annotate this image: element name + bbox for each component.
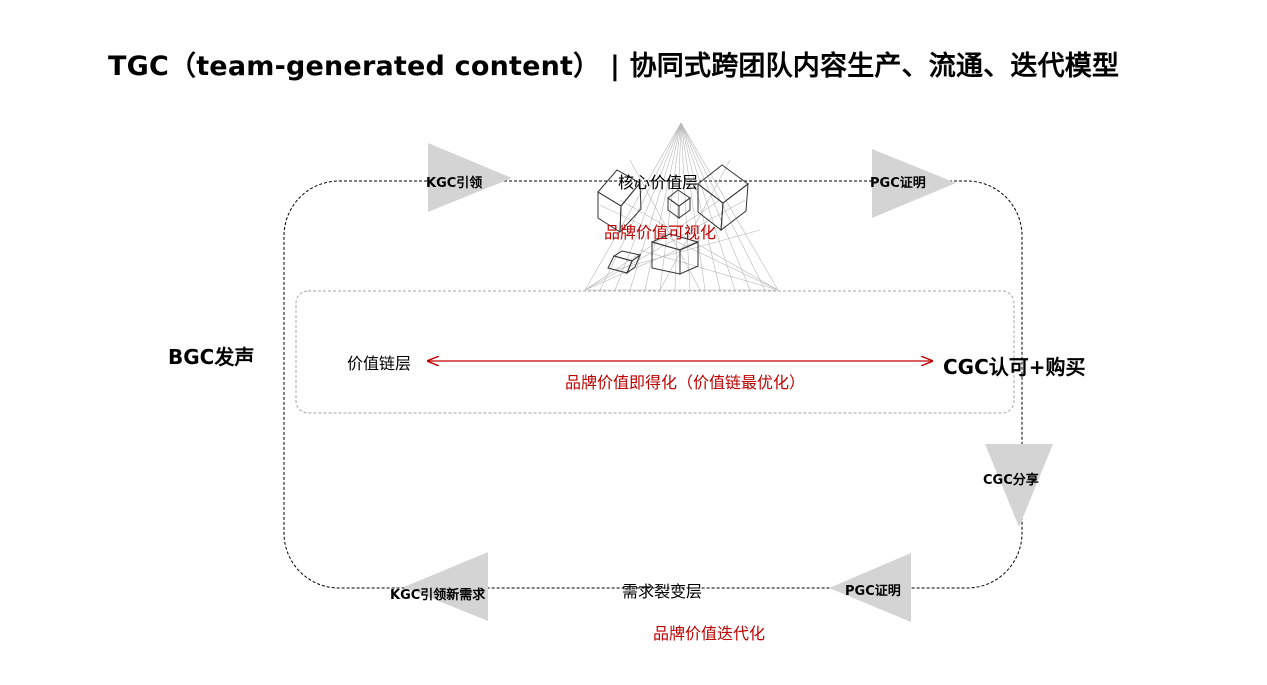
cube-icons xyxy=(597,164,749,275)
layer-core-desc: 品牌价值可视化 xyxy=(604,223,717,242)
page-title: TGC（team-generated content） | 协同式跨团队内容生产… xyxy=(108,51,1120,82)
outer-loop xyxy=(283,180,1023,589)
layer-chain-name: 价值链层 xyxy=(347,354,412,373)
triangle-pgc-bottom xyxy=(829,553,911,622)
node-pgc-proof-top: PGC证明 xyxy=(870,176,926,191)
node-cgc-buy: CGC认可+购买 xyxy=(943,355,1086,379)
node-kgc-lead: KGC引领 xyxy=(426,176,483,191)
node-cgc-share: CGC分享 xyxy=(983,473,1039,488)
layer-chain-desc: 品牌价值即得化（价值链最优化） xyxy=(565,373,806,392)
triangle-pgc-top xyxy=(872,149,956,218)
triangle-kgc-new-demand xyxy=(404,552,488,621)
node-kgc-new-demand: KGC引领新需求 xyxy=(390,588,486,603)
value-chain-box xyxy=(295,290,1015,414)
layer-demand-name: 需求裂变层 xyxy=(622,582,703,601)
layer-core-name: 核心价值层 xyxy=(618,173,699,192)
triangle-cgc-share xyxy=(985,444,1053,527)
layer-demand-desc: 品牌价值迭代化 xyxy=(653,624,766,643)
core-value-pyramid xyxy=(584,122,779,291)
node-bgc-voice: BGC发声 xyxy=(168,345,255,369)
triangle-kgc-lead xyxy=(428,143,512,212)
node-pgc-proof-bottom: PGC证明 xyxy=(845,584,901,599)
